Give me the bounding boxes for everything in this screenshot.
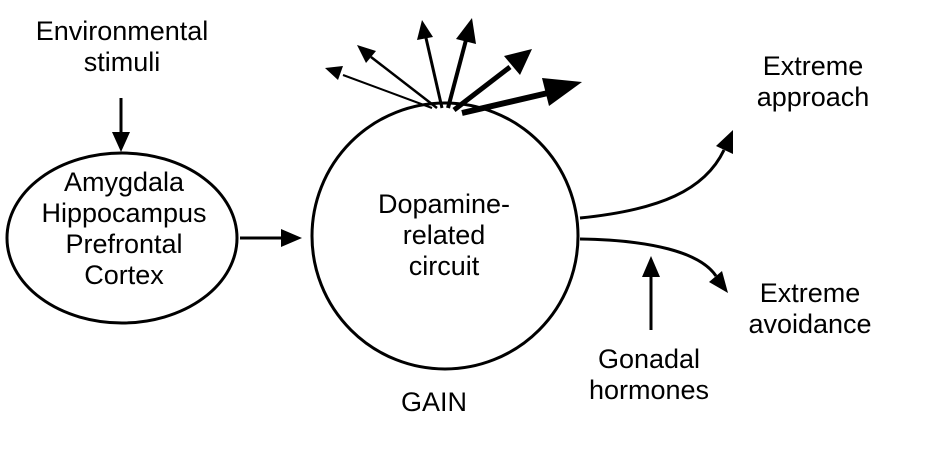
gain-arrow-3 bbox=[417, 20, 444, 109]
gain-label: GAIN bbox=[400, 387, 468, 417]
environmental-stimuli-label: Environmental stimuli bbox=[35, 16, 209, 77]
avoidance-arrow bbox=[579, 237, 728, 293]
dopamine-circuit-node bbox=[310, 101, 580, 371]
gain-arrow-4 bbox=[446, 18, 476, 109]
dopamine-circuit-label: Dopamine- related circuit bbox=[377, 189, 511, 281]
regions-to-circuit-arrow bbox=[240, 229, 302, 247]
gain-fan-arrows bbox=[325, 18, 582, 116]
gain-arrow-1 bbox=[325, 66, 433, 109]
brain-regions-label: Amygdala Hippocampus Prefrontal Cortex bbox=[41, 167, 207, 290]
gain-arrow-2 bbox=[357, 45, 438, 109]
brain-regions-node bbox=[5, 151, 239, 325]
stimuli-arrow bbox=[112, 98, 130, 152]
gain-arrow-5 bbox=[452, 49, 532, 112]
gonadal-hormones-label: Gonadal hormones bbox=[588, 344, 710, 405]
approach-arrow bbox=[579, 130, 733, 220]
hormones-arrow bbox=[642, 256, 660, 330]
gain-arrow-6 bbox=[461, 78, 582, 116]
extreme-avoidance-label: Extreme avoidance bbox=[748, 278, 872, 339]
extreme-approach-label: Extreme approach bbox=[756, 51, 870, 112]
